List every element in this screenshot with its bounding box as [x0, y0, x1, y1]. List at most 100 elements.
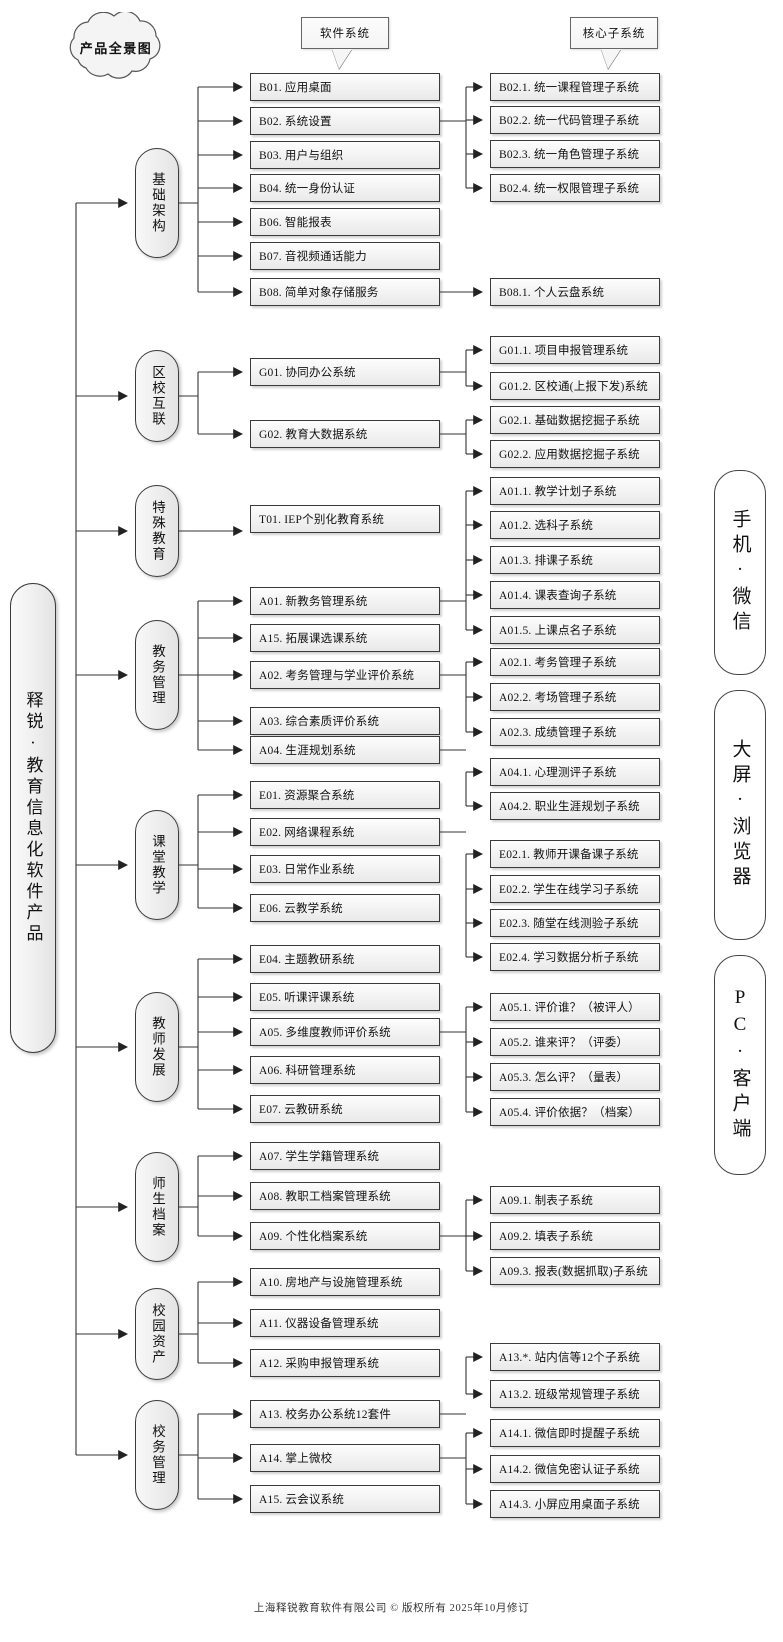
platform-pc-client[interactable]: PC·客户端	[714, 955, 766, 1175]
platform-bigscreen-browser[interactable]: 大屏·浏览器	[714, 690, 766, 940]
cloud-title-label: 产品全景图	[79, 40, 153, 56]
subsystem-box[interactable]: E02.1. 教师开课备课子系统	[490, 840, 660, 868]
subsystem-box[interactable]: A01.5. 上课点名子系统	[490, 616, 660, 644]
system-label: B07. 音视频通话能力	[259, 251, 367, 263]
category-classroom-teaching[interactable]: 课堂教学	[135, 810, 179, 920]
subsystem-box[interactable]: A04.2. 职业生涯规划子系统	[490, 792, 660, 820]
system-box[interactable]: G01. 协同办公系统	[250, 358, 440, 386]
system-label: B01. 应用桌面	[259, 82, 332, 94]
category-special-education[interactable]: 特殊教育	[135, 485, 179, 577]
system-box[interactable]: E04. 主题教研系统	[250, 945, 440, 973]
subsystem-box[interactable]: G01.2. 区校通(上报下发)系统	[490, 372, 660, 400]
subsystem-label: A09.2. 填表子系统	[499, 1231, 594, 1243]
system-label: B03. 用户与组织	[259, 150, 344, 162]
system-box[interactable]: B07. 音视频通话能力	[250, 242, 440, 270]
subsystem-box[interactable]: G01.1. 项目申报管理系统	[490, 336, 660, 364]
root-node[interactable]: 释锐·教育信息化软件产品	[10, 583, 56, 1053]
system-label: G02. 教育大数据系统	[259, 429, 368, 441]
system-box[interactable]: E01. 资源聚合系统	[250, 781, 440, 809]
system-box[interactable]: A13. 校务办公系统12套件	[250, 1400, 440, 1428]
system-box[interactable]: A15. 拓展课选课系统	[250, 624, 440, 652]
subsystem-label: A01.2. 选科子系统	[499, 520, 594, 532]
category-district-school-link[interactable]: 区校互联	[135, 350, 179, 442]
system-box[interactable]: A07. 学生学籍管理系统	[250, 1142, 440, 1170]
subsystem-box[interactable]: E02.3. 随堂在线测验子系统	[490, 909, 660, 937]
subsystem-box[interactable]: B02.2. 统一代码管理子系统	[490, 106, 660, 134]
subsystem-box[interactable]: A14.2. 微信免密认证子系统	[490, 1455, 660, 1483]
system-box[interactable]: G02. 教育大数据系统	[250, 420, 440, 448]
system-box[interactable]: B06. 智能报表	[250, 208, 440, 236]
system-box[interactable]: A12. 采购申报管理系统	[250, 1349, 440, 1377]
subsystem-box[interactable]: A01.2. 选科子系统	[490, 511, 660, 539]
subsystem-label: B02.1. 统一课程管理子系统	[499, 82, 640, 94]
category-teacher-development[interactable]: 教师发展	[135, 992, 179, 1102]
subsystem-box[interactable]: A01.4. 课表查询子系统	[490, 581, 660, 609]
system-box[interactable]: E02. 网络课程系统	[250, 818, 440, 846]
subsystem-box[interactable]: B02.1. 统一课程管理子系统	[490, 73, 660, 101]
subsystem-box[interactable]: A09.1. 制表子系统	[490, 1186, 660, 1214]
subsystem-box[interactable]: A05.2. 谁来评？（评委）	[490, 1028, 660, 1056]
subsystem-label: A01.4. 课表查询子系统	[499, 590, 617, 602]
system-box[interactable]: B02. 系统设置	[250, 107, 440, 135]
subsystem-label: A14.2. 微信免密认证子系统	[499, 1464, 640, 1476]
system-box[interactable]: A03. 综合素质评价系统	[250, 707, 440, 735]
subsystem-box[interactable]: E02.4. 学习数据分析子系统	[490, 943, 660, 971]
category-academic-affairs[interactable]: 教务管理	[135, 620, 179, 730]
subsystem-box[interactable]: A01.1. 教学计划子系统	[490, 477, 660, 505]
subsystem-box[interactable]: B08.1. 个人云盘系统	[490, 278, 660, 306]
category-student-teacher-records[interactable]: 师生档案	[135, 1152, 179, 1262]
system-box[interactable]: A02. 考务管理与学业评价系统	[250, 661, 440, 689]
system-box[interactable]: A09. 个性化档案系统	[250, 1222, 440, 1250]
subsystem-box[interactable]: A09.2. 填表子系统	[490, 1222, 660, 1250]
system-box[interactable]: E05. 听课评课系统	[250, 983, 440, 1011]
subsystem-label: E02.4. 学习数据分析子系统	[499, 952, 639, 964]
system-box[interactable]: A10. 房地产与设施管理系统	[250, 1268, 440, 1296]
platform-mobile-wechat[interactable]: 手机·微信	[714, 470, 766, 675]
category-school-admin[interactable]: 校务管理	[135, 1400, 179, 1510]
subsystem-box[interactable]: A04.1. 心理测评子系统	[490, 758, 660, 786]
system-box[interactable]: B08. 简单对象存储服务	[250, 278, 440, 306]
subsystem-box[interactable]: A13.*. 站内信等12个子系统	[490, 1343, 660, 1371]
subsystem-box[interactable]: B02.4. 统一权限管理子系统	[490, 174, 660, 202]
system-box[interactable]: T01. IEP个别化教育系统	[250, 505, 440, 533]
system-label: A11. 仪器设备管理系统	[259, 1318, 379, 1330]
system-box[interactable]: E06. 云教学系统	[250, 894, 440, 922]
subsystem-box[interactable]: A05.1. 评价谁？（被评人）	[490, 993, 660, 1021]
system-box[interactable]: A01. 新教务管理系统	[250, 587, 440, 615]
subsystem-box[interactable]: B02.3. 统一角色管理子系统	[490, 140, 660, 168]
system-box[interactable]: A05. 多维度教师评价系统	[250, 1018, 440, 1046]
subsystem-box[interactable]: A02.3. 成绩管理子系统	[490, 718, 660, 746]
system-box[interactable]: A04. 生涯规划系统	[250, 736, 440, 764]
system-label: E03. 日常作业系统	[259, 864, 355, 876]
subsystem-box[interactable]: E02.2. 学生在线学习子系统	[490, 875, 660, 903]
subsystem-box[interactable]: A02.1. 考务管理子系统	[490, 648, 660, 676]
subsystem-box[interactable]: G02.1. 基础数据挖掘子系统	[490, 406, 660, 434]
system-box[interactable]: B04. 统一身份认证	[250, 174, 440, 202]
system-box[interactable]: A11. 仪器设备管理系统	[250, 1309, 440, 1337]
system-box[interactable]: A08. 教职工档案管理系统	[250, 1182, 440, 1210]
subsystem-box[interactable]: A05.4. 评价依据？（档案）	[490, 1098, 660, 1126]
system-box[interactable]: E07. 云教研系统	[250, 1095, 440, 1123]
system-box[interactable]: A06. 科研管理系统	[250, 1056, 440, 1084]
subsystem-box[interactable]: A14.1. 微信即时提醒子系统	[490, 1419, 660, 1447]
subsystem-label: G01.2. 区校通(上报下发)系统	[499, 381, 648, 393]
subsystem-box[interactable]: A01.3. 排课子系统	[490, 546, 660, 574]
system-label: A10. 房地产与设施管理系统	[259, 1277, 403, 1289]
subsystem-label: A09.1. 制表子系统	[499, 1195, 594, 1207]
system-box[interactable]: B01. 应用桌面	[250, 73, 440, 101]
system-label: A14. 掌上微校	[259, 1453, 333, 1465]
system-label: A05. 多维度教师评价系统	[259, 1027, 391, 1039]
system-box[interactable]: B03. 用户与组织	[250, 141, 440, 169]
subsystem-label: A14.1. 微信即时提醒子系统	[499, 1428, 640, 1440]
system-box[interactable]: E03. 日常作业系统	[250, 855, 440, 883]
subsystem-box[interactable]: A13.2. 班级常规管理子系统	[490, 1380, 660, 1408]
subsystem-box[interactable]: A09.3. 报表(数据抓取)子系统	[490, 1257, 660, 1285]
system-box[interactable]: A14. 掌上微校	[250, 1444, 440, 1472]
category-campus-assets[interactable]: 校园资产	[135, 1288, 179, 1380]
category-basic-architecture[interactable]: 基础架构	[135, 148, 179, 258]
system-box[interactable]: A15. 云会议系统	[250, 1485, 440, 1513]
subsystem-box[interactable]: A02.2. 考场管理子系统	[490, 683, 660, 711]
subsystem-box[interactable]: G02.2. 应用数据挖掘子系统	[490, 440, 660, 468]
subsystem-box[interactable]: A14.3. 小屏应用桌面子系统	[490, 1490, 660, 1518]
subsystem-box[interactable]: A05.3. 怎么评？（量表）	[490, 1063, 660, 1091]
